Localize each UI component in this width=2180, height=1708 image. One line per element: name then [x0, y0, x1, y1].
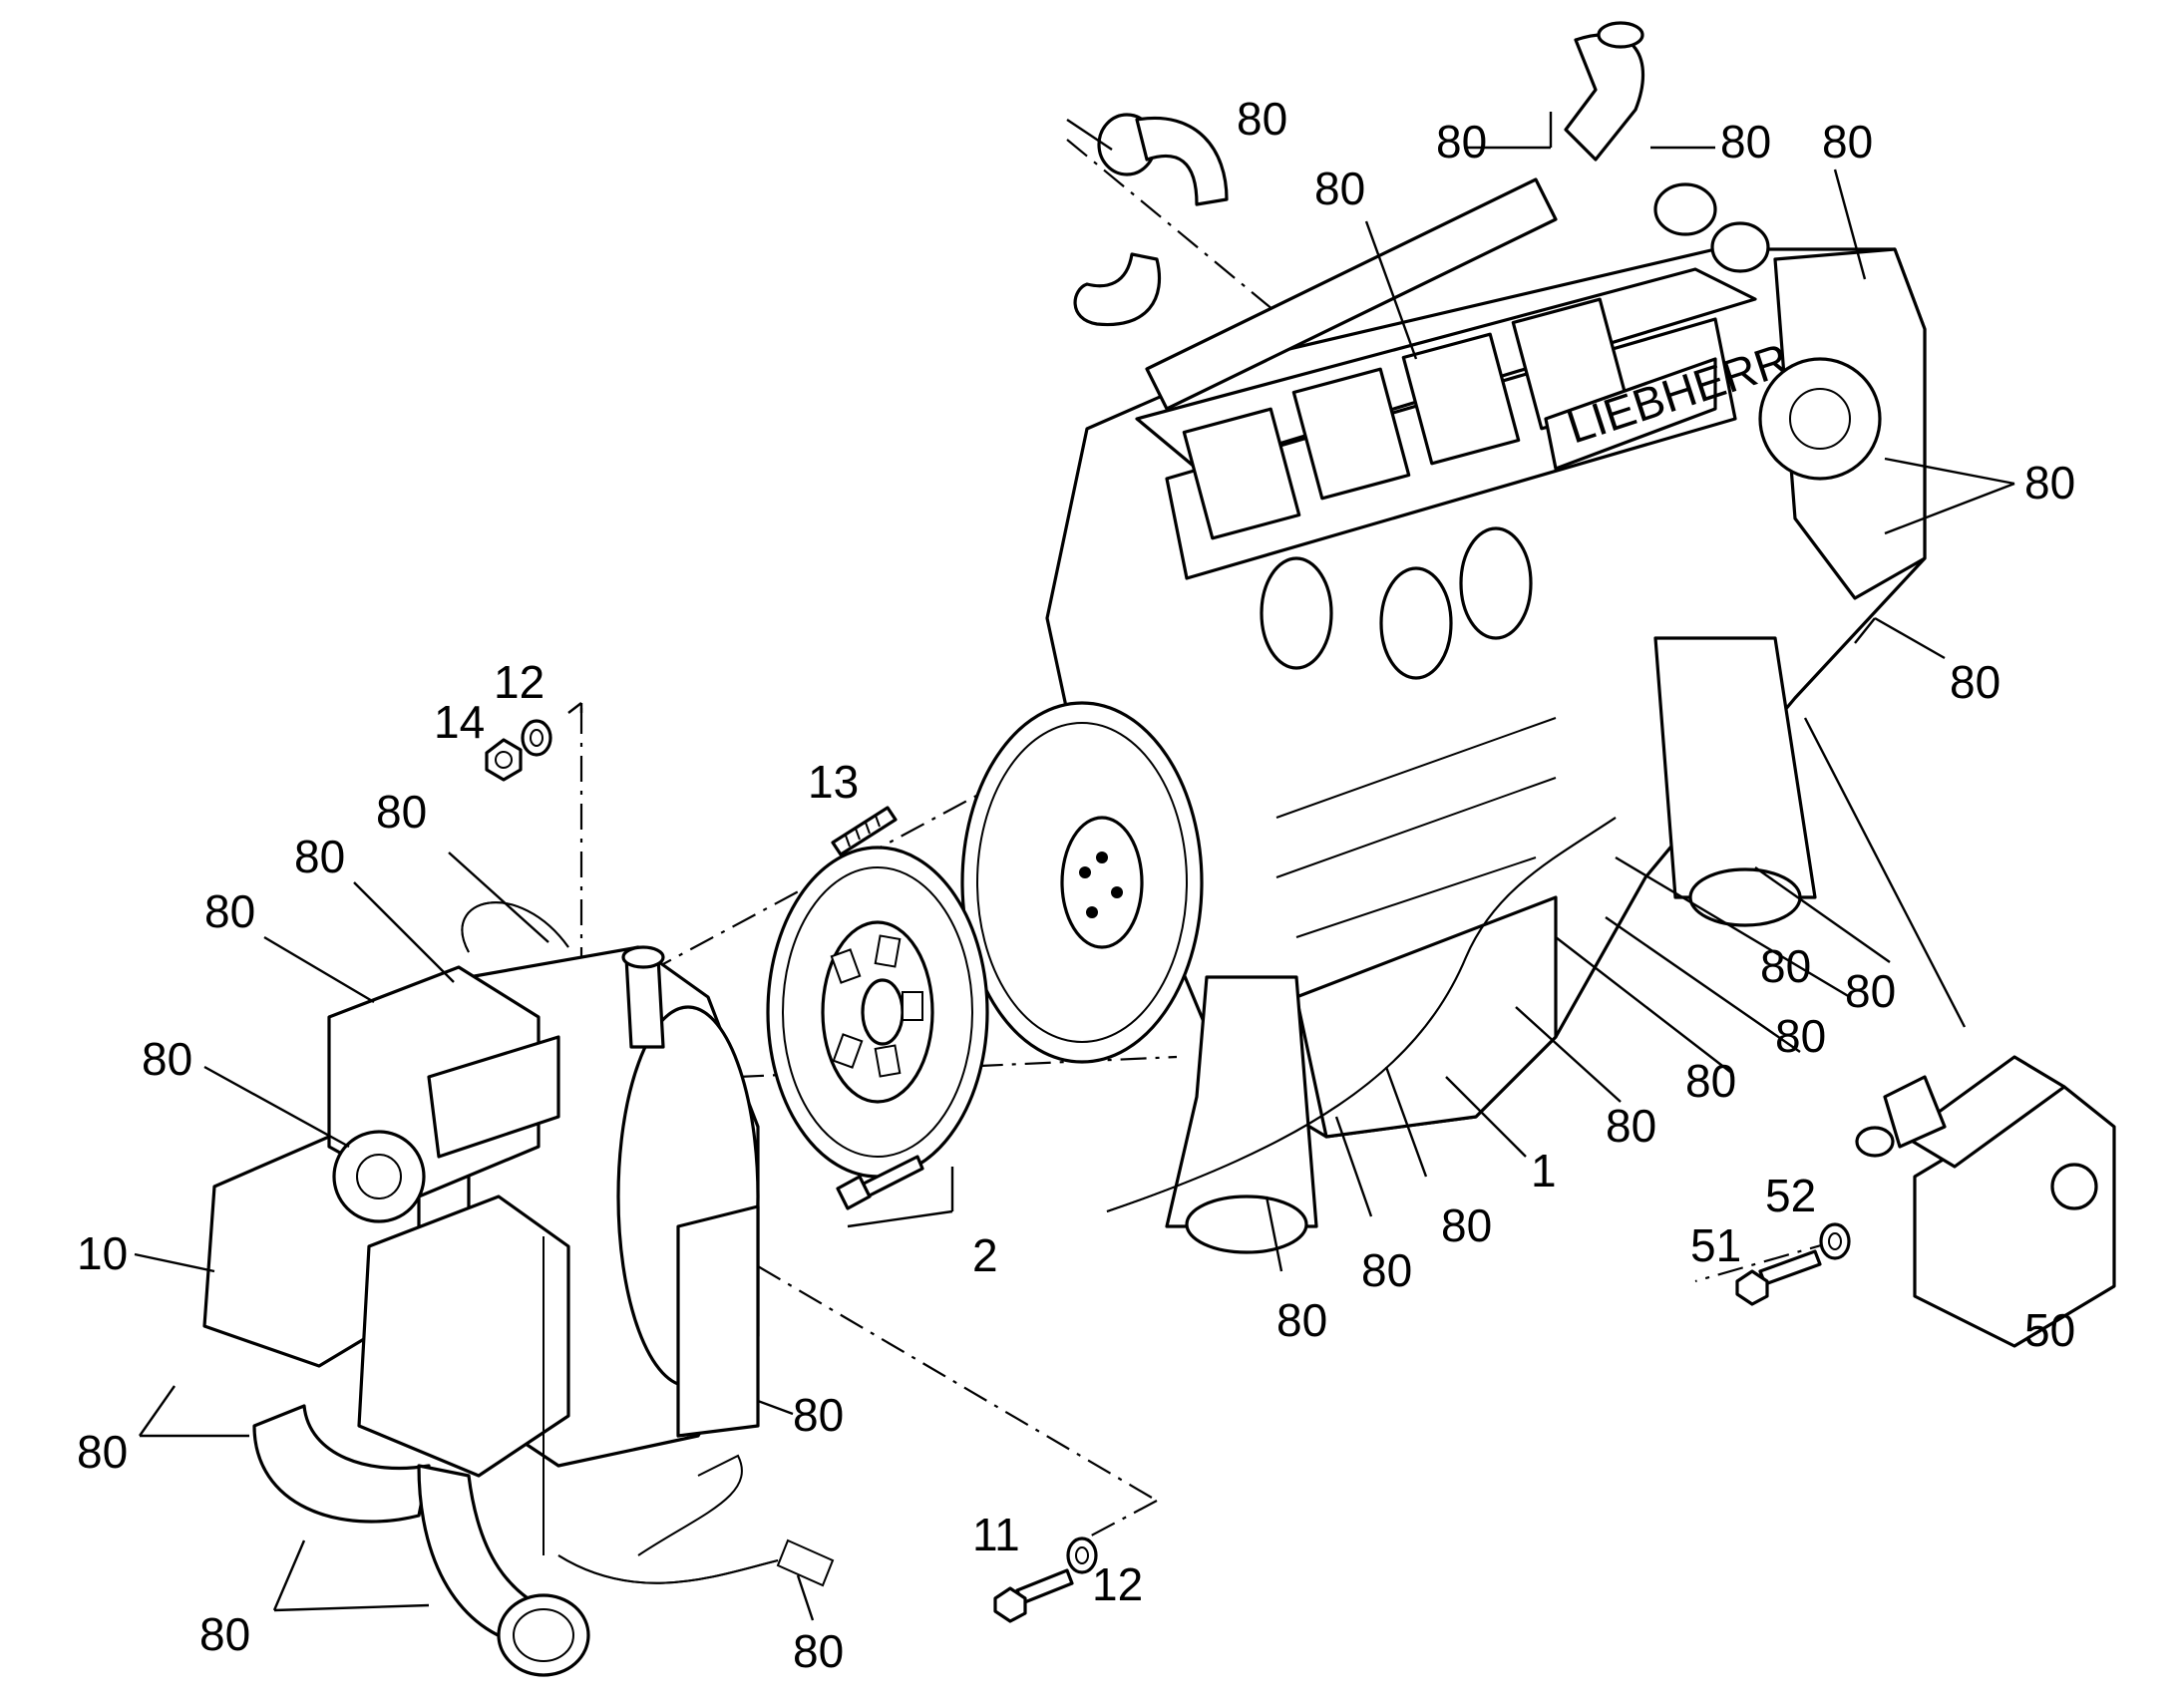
callout-50: 50	[2024, 1304, 2075, 1356]
callout-80: 80	[1606, 1100, 1656, 1152]
callout-80: 80	[77, 1426, 128, 1478]
callout-80: 80	[1950, 656, 2000, 708]
callout-80: 80	[204, 885, 255, 937]
nut-14	[485, 738, 523, 782]
callout-80: 80	[376, 786, 427, 838]
callout-2: 2	[972, 1229, 998, 1281]
washer-12-bottom	[1066, 1537, 1098, 1574]
callout-80: 80	[1685, 1055, 1736, 1107]
callout-80: 80	[1760, 940, 1811, 992]
pump-50	[1855, 1055, 2116, 1348]
callout-52: 52	[1765, 1170, 1816, 1221]
callout-80: 80	[1276, 1294, 1327, 1346]
washer-12-top	[521, 719, 552, 757]
callout-11: 11	[972, 1509, 1020, 1560]
bolt-11	[993, 1568, 1074, 1623]
callout-80: 80	[1822, 116, 1873, 168]
callout-12: 12	[1092, 1558, 1143, 1610]
callout-80: 80	[1720, 116, 1771, 168]
callout-80: 80	[1314, 163, 1365, 214]
callout-80: 80	[793, 1625, 844, 1677]
callout-labels: 80 80 80 80 80 80 80 80 80 80 80 80 80 8…	[77, 93, 2075, 1677]
callout-80: 80	[142, 1033, 192, 1085]
callout-14: 14	[434, 696, 485, 748]
callout-80: 80	[1845, 965, 1896, 1017]
clutch-disc	[766, 846, 989, 1179]
callout-80: 80	[199, 1608, 250, 1660]
callout-1: 1	[1531, 1145, 1557, 1196]
callout-80: 80	[1775, 1010, 1826, 1062]
callout-80: 80	[1441, 1199, 1492, 1251]
pump-drive-assembly	[202, 901, 835, 1677]
stud-13	[831, 806, 898, 856]
clutch-bolt	[836, 1155, 924, 1210]
bolt-51	[1735, 1249, 1822, 1306]
washer-52	[1819, 1222, 1851, 1260]
flywheel	[960, 701, 1204, 1064]
callout-80: 80	[2024, 457, 2075, 509]
callout-80: 80	[1436, 116, 1487, 168]
top-hoses	[1073, 21, 1645, 327]
engine-block: LIEBHERR	[1045, 177, 1927, 1254]
callout-80: 80	[1361, 1244, 1412, 1296]
callout-80: 80	[793, 1389, 844, 1441]
callout-80: 80	[294, 831, 345, 882]
callout-80: 80	[1237, 93, 1287, 145]
callout-13: 13	[808, 756, 859, 808]
callout-leaders	[134, 112, 2015, 1621]
callout-10: 10	[77, 1227, 128, 1279]
callout-51: 51	[1690, 1219, 1741, 1271]
callout-12: 12	[494, 656, 545, 708]
